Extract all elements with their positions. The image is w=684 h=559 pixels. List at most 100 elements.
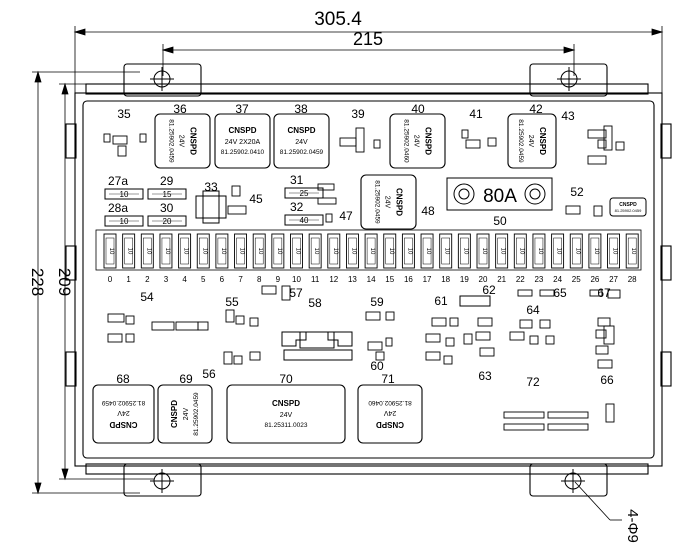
component-symbol <box>261 285 277 295</box>
callout-72: 72 <box>526 375 540 389</box>
component-symbol <box>223 351 233 365</box>
callout-54: 54 <box>140 290 154 304</box>
blade-fuse-5-value: 10 <box>201 248 207 255</box>
relay-42-number: 42 <box>529 102 543 116</box>
blade-fuse-8: 108 <box>252 233 266 284</box>
blade-fuse-26-number: 26 <box>590 275 599 284</box>
blade-fuse-1-value: 10 <box>127 248 133 255</box>
relay-38-part: 81.25902.0459 <box>280 149 324 156</box>
small-fuse-27a-value: 10 <box>120 190 129 199</box>
small-fuse-31-number: 31 <box>290 173 304 187</box>
blade-fuse-12-value: 10 <box>332 248 338 255</box>
small-fuse-32-value: 40 <box>300 216 309 225</box>
main-fuse-80a <box>446 177 553 211</box>
relay-40-voltage: 24V <box>413 135 420 148</box>
relay-71-part: 81.25902.0460 <box>368 399 412 406</box>
relay-38-voltage: 24V <box>295 139 308 146</box>
blade-fuse-17-number: 17 <box>423 275 432 284</box>
component-symbol <box>603 125 613 151</box>
component-symbol <box>597 139 607 149</box>
component-symbol <box>597 359 613 369</box>
component-symbol <box>107 333 123 343</box>
blade-fuse-13-value: 10 <box>350 248 356 255</box>
relay-40-part: 81.25902.0460 <box>403 119 410 163</box>
relay-69-part: 81.25902.0459 <box>193 392 200 436</box>
component-symbol <box>503 423 545 431</box>
blade-fuse-28-number: 28 <box>628 275 637 284</box>
blade-fuse-2-value: 10 <box>145 248 151 255</box>
component-symbol <box>431 317 447 327</box>
small-fuse-30-number: 30 <box>160 201 174 215</box>
small-component-symbols <box>103 125 625 431</box>
blade-fuse-9-number: 9 <box>276 275 281 284</box>
relay-33-symbol <box>195 190 227 224</box>
component-symbol <box>587 129 607 139</box>
callout-67: 67 <box>597 286 611 300</box>
connector-58 <box>281 331 353 361</box>
relay-68-part: 81.25902.0459 <box>101 399 145 406</box>
component-symbol <box>595 329 607 339</box>
blade-fuse-5: 105 <box>196 233 210 284</box>
component-symbol <box>175 321 199 331</box>
blade-fuse-4-value: 10 <box>183 248 189 255</box>
blade-fuse-9: 109 <box>271 233 285 284</box>
blade-fuse-23-value: 10 <box>537 248 543 255</box>
blade-fuse-15-number: 15 <box>385 275 394 284</box>
blade-fuse-12: 10 12 <box>327 233 341 284</box>
blade-fuse-12-number: 12 <box>329 275 338 284</box>
blade-fuse-11-number: 11 <box>311 275 320 284</box>
blade-fuse-1-number: 1 <box>126 275 131 284</box>
component-symbol <box>317 183 335 191</box>
relay-68-number: 68 <box>116 372 130 386</box>
blade-fuse-15-value: 10 <box>388 248 394 255</box>
component-symbol <box>487 137 497 147</box>
component-symbol <box>151 321 175 331</box>
module-53-brand: CNSPD <box>619 202 637 208</box>
relay-48-voltage: 24V <box>384 196 391 209</box>
component-symbol <box>365 311 381 321</box>
relay-71-number: 71 <box>381 372 395 386</box>
component-symbol <box>615 141 625 151</box>
relay-38-brand: CNSPD <box>287 126 315 135</box>
relay-68-brand: CNSPD <box>109 420 137 429</box>
blade-fuse-4-number: 4 <box>182 275 187 284</box>
component-symbol <box>539 289 555 297</box>
relay-40-number: 40 <box>411 102 425 116</box>
blade-fuse-22-number: 22 <box>516 275 525 284</box>
callout-57: 57 <box>289 286 303 300</box>
relay-37-voltage: 24V 2X20A <box>225 139 261 146</box>
relay-48-number: 48 <box>421 204 435 218</box>
relay-69-voltage: 24V <box>183 407 190 420</box>
component-symbol <box>317 197 337 205</box>
component-symbol <box>125 315 135 325</box>
relay-71-voltage: 24V <box>383 409 396 416</box>
callout-52: 52 <box>570 185 584 199</box>
relay-68-voltage: 24V <box>117 409 130 416</box>
blade-fuse-27-value: 10 <box>612 248 618 255</box>
component-symbol <box>443 355 453 365</box>
component-symbol <box>385 337 393 347</box>
component-symbol <box>475 331 491 341</box>
overall-height-label: 228 <box>28 268 47 296</box>
component-symbol <box>139 133 147 143</box>
blade-fuse-8-number: 8 <box>257 275 262 284</box>
component-symbol <box>517 289 533 297</box>
relay-70-number: 70 <box>279 372 293 386</box>
component-symbol <box>445 337 455 347</box>
component-symbol <box>117 145 127 157</box>
